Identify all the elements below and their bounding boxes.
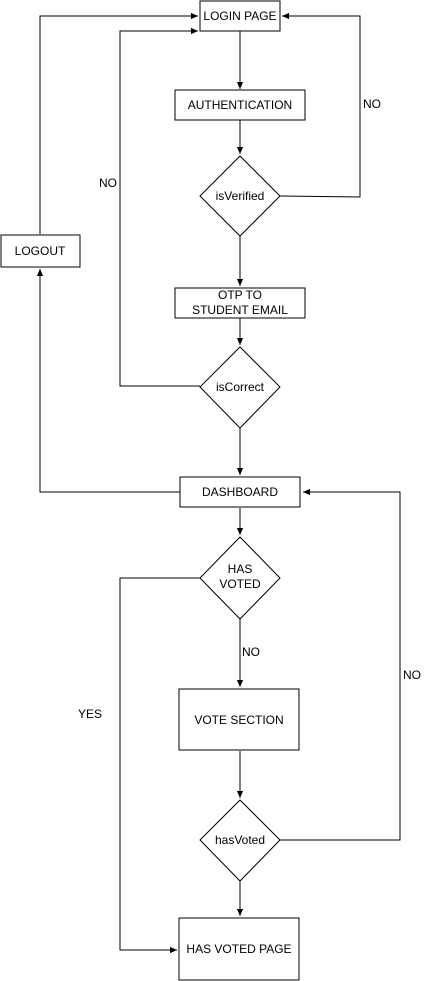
node-is-correct: isCorrect bbox=[199, 346, 281, 429]
node-otp-email: OTP TO STUDENT EMAIL bbox=[174, 287, 306, 319]
edge-isverified-no-to-login bbox=[279, 12, 361, 198]
is-verified-label: isVerified bbox=[216, 189, 265, 203]
edge-hasvotedcheck-no-to-dashboard bbox=[280, 488, 401, 841]
otp-label-line2: STUDENT EMAIL bbox=[192, 303, 288, 317]
vote-section-label: VOTE SECTION bbox=[194, 713, 283, 727]
has-voted-check-label: hasVoted bbox=[215, 833, 265, 847]
authentication-label: AUTHENTICATION bbox=[188, 98, 292, 112]
edge-dashboard-to-logout bbox=[36, 269, 180, 493]
has-voted-no-label: NO bbox=[242, 645, 260, 659]
node-is-verified: isVerified bbox=[199, 155, 281, 237]
is-correct-label: isCorrect bbox=[216, 380, 265, 394]
edge-hasvoted-yes-to-page bbox=[119, 577, 200, 954]
is-correct-no-label: NO bbox=[99, 176, 117, 190]
node-has-voted-page: HAS VOTED PAGE bbox=[178, 917, 300, 981]
node-has-voted-question: HAS VOTED bbox=[199, 536, 281, 620]
has-voted-question-line1: HAS bbox=[228, 562, 253, 576]
node-authentication: AUTHENTICATION bbox=[174, 89, 306, 121]
node-vote-section: VOTE SECTION bbox=[178, 688, 300, 751]
node-login-page: LOGIN PAGE bbox=[199, 0, 281, 32]
node-has-voted-check: hasVoted bbox=[199, 799, 281, 882]
has-voted-yes-label: YES bbox=[78, 707, 102, 721]
login-page-label: LOGIN PAGE bbox=[203, 9, 276, 23]
edges bbox=[36, 12, 401, 954]
otp-label-line1: OTP TO bbox=[218, 288, 262, 302]
node-dashboard: DASHBOARD bbox=[179, 476, 301, 508]
node-logout: LOGOUT bbox=[0, 234, 81, 268]
dashboard-label: DASHBOARD bbox=[202, 485, 278, 499]
edge-iscorrect-no-to-login bbox=[119, 27, 200, 387]
edge-logout-to-login bbox=[39, 12, 198, 234]
has-voted-check-no-label: NO bbox=[403, 668, 421, 682]
has-voted-question-line2: VOTED bbox=[219, 577, 261, 591]
logout-label: LOGOUT bbox=[15, 244, 66, 258]
is-verified-no-label: NO bbox=[363, 97, 381, 111]
has-voted-page-label: HAS VOTED PAGE bbox=[186, 942, 291, 956]
